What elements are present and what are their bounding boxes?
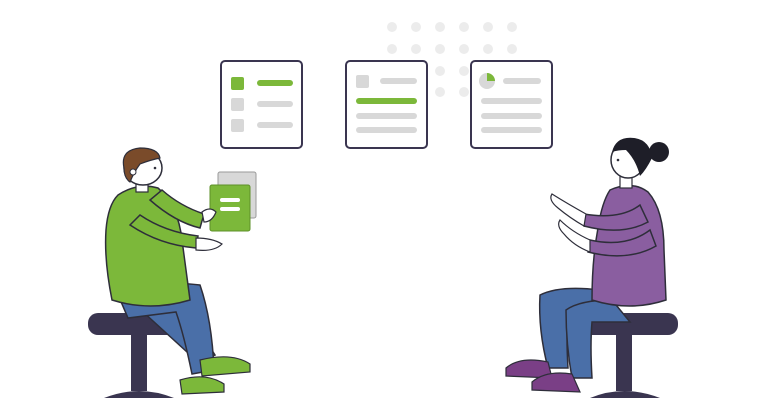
dot-grid <box>387 22 517 97</box>
form-card <box>345 60 428 149</box>
checklist-card <box>220 60 303 149</box>
listener-person <box>505 137 669 393</box>
presenter-person <box>104 147 257 395</box>
pie-chart-icon <box>487 73 495 81</box>
report-card <box>470 60 553 149</box>
